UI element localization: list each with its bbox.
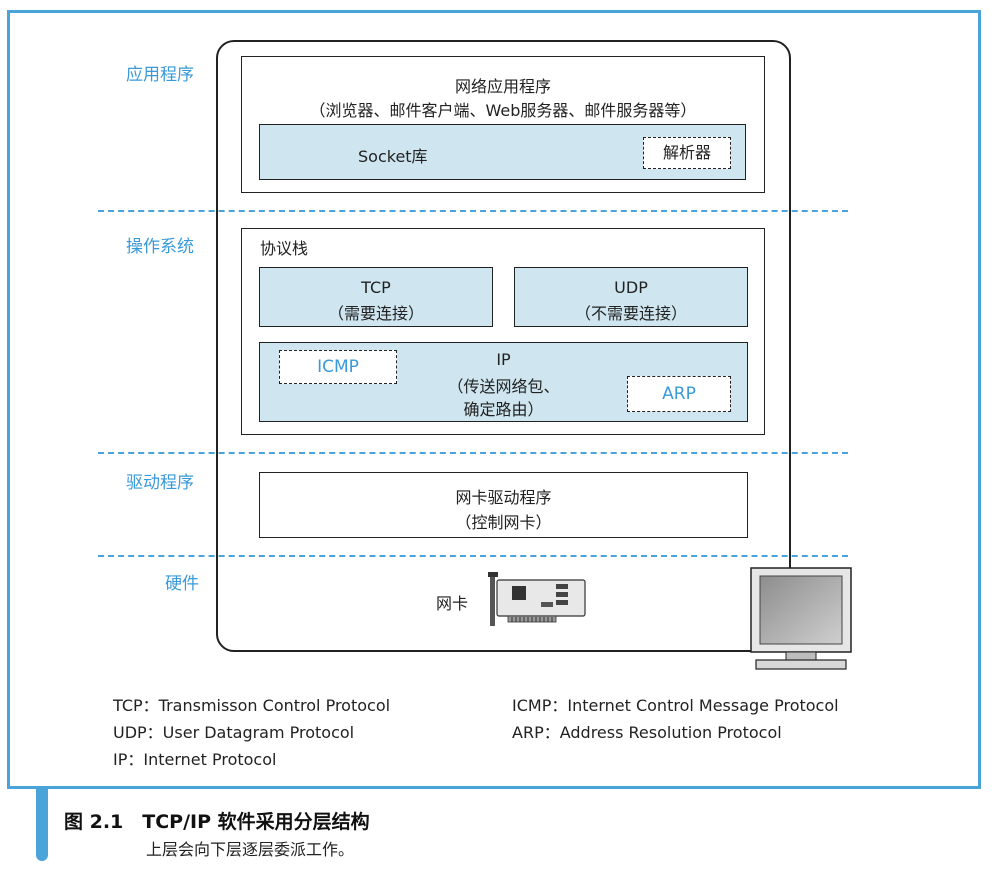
ip-sublabel-1: （传送网络包、 [447, 377, 560, 396]
tcp-label: TCP [361, 278, 391, 297]
resolver-box: 解析器 [643, 137, 731, 169]
nic-driver-box: 网卡驱动程序 （控制网卡） [259, 472, 748, 538]
layer-divider-os-driver [98, 452, 848, 454]
tcp-sublabel: （需要连接） [327, 304, 424, 323]
legend-arp: ARP：Address Resolution Protocol [512, 723, 782, 742]
nic-driver-title: 网卡驱动程序 [455, 488, 552, 507]
nic-label: 网卡 [436, 594, 469, 613]
udp-label: UDP [614, 278, 648, 297]
socket-library-box: Socket库 解析器 [259, 124, 746, 180]
layer-label-application: 应用程序 [126, 65, 194, 85]
icmp-box: ICMP [279, 350, 397, 384]
ip-box: IP （传送网络包、 确定路由） ICMP ARP [259, 342, 748, 422]
network-application-subtitle: （浏览器、邮件客户端、Web服务器、邮件服务器等） [309, 101, 697, 120]
network-card-icon [488, 572, 586, 626]
network-application-title: 网络应用程序 [454, 77, 551, 96]
ip-sublabel-2: 确定路由） [463, 400, 544, 419]
arp-box: ARP [627, 376, 731, 412]
legend-tcp: TCP：Transmisson Control Protocol [113, 696, 391, 715]
monitor-icon [750, 567, 852, 670]
tcp-box: TCP （需要连接） [259, 267, 493, 327]
ip-label: IP [496, 350, 511, 369]
figure-frame [7, 10, 981, 789]
caption-accent-bar [36, 789, 48, 861]
legend-icmp: ICMP：Internet Control Message Protocol [512, 696, 839, 715]
figure-caption-subtitle: 上层会向下层逐层委派工作。 [146, 840, 355, 859]
layer-divider-app-os [98, 210, 848, 212]
protocol-stack-box: 协议栈 TCP （需要连接） UDP （不需要连接） IP （传送网络包、 确定… [241, 228, 765, 435]
nic-driver-subtitle: （控制网卡） [455, 513, 552, 532]
legend-ip: IP：Internet Protocol [113, 750, 277, 769]
socket-library-label: Socket库 [358, 147, 428, 166]
network-application-box: 网络应用程序 （浏览器、邮件客户端、Web服务器、邮件服务器等） Socket库… [241, 56, 765, 193]
layer-label-hardware: 硬件 [165, 574, 199, 594]
legend-udp: UDP：User Datagram Protocol [113, 723, 355, 742]
figure-caption-title: 图 2.1 TCP/IP 软件采用分层结构 [64, 811, 370, 833]
layer-label-driver: 驱动程序 [126, 473, 194, 493]
udp-sublabel: （不需要连接） [574, 304, 687, 323]
udp-box: UDP （不需要连接） [514, 267, 748, 327]
layer-label-os: 操作系统 [126, 237, 194, 257]
layer-divider-driver-hardware [98, 555, 848, 557]
protocol-stack-title: 协议栈 [260, 239, 309, 258]
